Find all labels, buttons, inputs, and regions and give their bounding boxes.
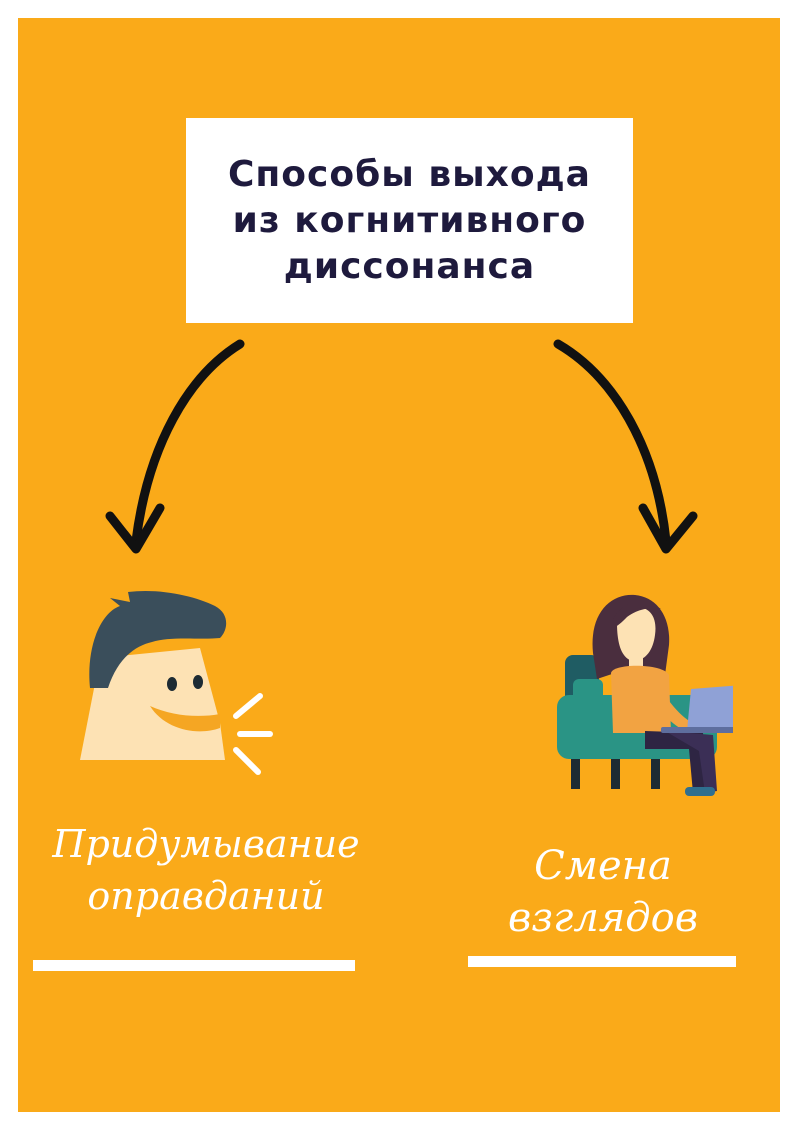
left-underline	[33, 960, 355, 971]
caption-justifications: Придумывание оправданий	[52, 822, 360, 918]
caption-change-views: Смена взглядов	[508, 843, 698, 941]
talking-man-icon	[80, 590, 273, 775]
poster-background: Способы выхода из когнитивного диссонанс…	[18, 18, 780, 1112]
title-box: Способы выхода из когнитивного диссонанс…	[186, 118, 633, 323]
left-arrow	[105, 339, 245, 554]
woman-in-armchair-icon	[557, 594, 733, 796]
right-underline	[468, 956, 736, 967]
diagram-title: Способы выхода из когнитивного диссонанс…	[228, 153, 591, 287]
right-arrow	[553, 339, 698, 554]
